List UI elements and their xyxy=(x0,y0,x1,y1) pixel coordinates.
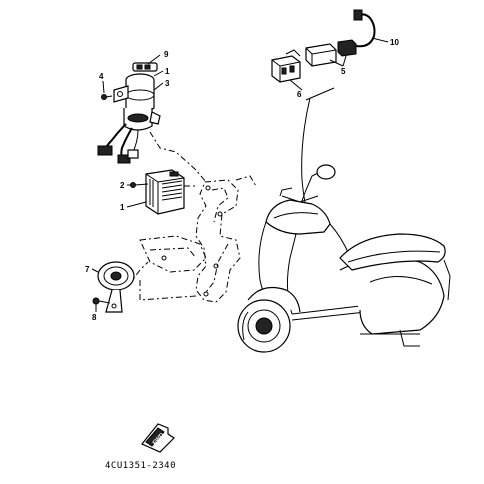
electronic-control-unit xyxy=(145,169,185,215)
diagram-reference-code: 4CU1351-2340 xyxy=(105,461,176,471)
fwd-direction-arrow: FWD xyxy=(141,423,175,453)
ignition-switch-assembly xyxy=(97,62,161,164)
relay-assembly xyxy=(271,9,376,83)
callout-9: 9 xyxy=(164,50,169,59)
callout-leaders xyxy=(91,37,389,312)
bolt-part-8 xyxy=(92,297,111,305)
callout-4: 4 xyxy=(99,72,104,81)
callout-8: 8 xyxy=(92,313,97,322)
callout-1-ignition: 1 xyxy=(165,67,170,76)
screw-part-2 xyxy=(130,182,149,188)
frame-outline xyxy=(127,131,257,303)
callout-6: 6 xyxy=(297,90,302,99)
callout-3: 3 xyxy=(165,79,170,88)
callout-1-unit: 1 xyxy=(120,203,125,212)
callout-5: 5 xyxy=(341,67,346,76)
horn-part-7 xyxy=(97,261,135,313)
screw-part-4 xyxy=(101,94,113,100)
callout-7: 7 xyxy=(85,265,90,274)
callout-2: 2 xyxy=(120,181,125,190)
callout-10: 10 xyxy=(390,38,399,47)
scooter-illustration xyxy=(237,164,451,353)
